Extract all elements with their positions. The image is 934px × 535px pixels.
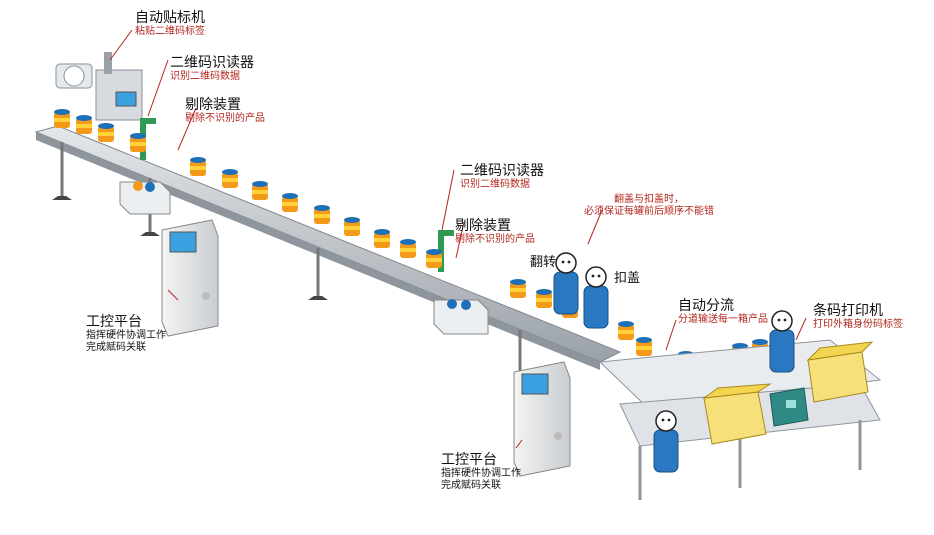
control-cabinet-1 bbox=[161, 219, 219, 337]
reject-1-title: 剔除装置 bbox=[185, 97, 241, 113]
auto-split-sub: 分道输送每一箱产品 bbox=[678, 314, 768, 326]
qr-reader-2-title: 二维码识读器 bbox=[460, 163, 544, 179]
reject-bin-2 bbox=[433, 299, 489, 335]
label-reject-2: 剔除装置 剔除不识别的产品 bbox=[455, 218, 535, 246]
label-control-1: 工控平台 指挥硬件协调工作 完成赋码关联 bbox=[86, 314, 166, 353]
can bbox=[282, 193, 298, 212]
can bbox=[76, 115, 92, 134]
reject-1-sub: 剔除不识别的产品 bbox=[185, 113, 265, 125]
barcode-printer-sub: 打印外箱身份码标签 bbox=[813, 319, 903, 331]
control-1-title: 工控平台 bbox=[86, 314, 142, 330]
reject-2-title: 剔除装置 bbox=[455, 218, 511, 234]
can bbox=[636, 337, 652, 356]
can bbox=[314, 205, 330, 224]
reject-bin-1 bbox=[119, 181, 171, 215]
can bbox=[374, 229, 390, 248]
can bbox=[426, 249, 442, 268]
label-qr-reader-2: 二维码识读器 识别二维码数据 bbox=[460, 163, 544, 191]
label-control-2: 工控平台 指挥硬件协调工作 完成赋码关联 bbox=[441, 452, 521, 491]
can bbox=[130, 133, 146, 152]
qr-reader-2-sub: 识别二维码数据 bbox=[460, 179, 530, 191]
worker bbox=[769, 310, 795, 373]
label-barcode-printer: 条码打印机 打印外箱身份码标签 bbox=[813, 303, 903, 331]
can bbox=[618, 321, 634, 340]
label-cap: 扣盖 bbox=[614, 271, 641, 287]
control-2-title: 工控平台 bbox=[441, 452, 497, 468]
control-cabinet-2 bbox=[513, 361, 571, 477]
callout-lines bbox=[109, 29, 807, 449]
workers bbox=[553, 252, 795, 473]
qr-reader-1-title: 二维码识读器 bbox=[170, 55, 254, 71]
carton-box-1 bbox=[702, 383, 772, 445]
can bbox=[98, 123, 114, 142]
control-1-line1: 指挥硬件协调工作 bbox=[86, 330, 166, 342]
can bbox=[344, 217, 360, 236]
label-auto-split: 自动分流 分道输送每一箱产品 bbox=[678, 298, 768, 326]
note-line1: 翻盖与扣盖时， bbox=[614, 194, 684, 205]
can bbox=[190, 157, 206, 176]
carton-box-2 bbox=[806, 341, 874, 403]
barcode-printer bbox=[769, 387, 809, 427]
auto-labeler-title: 自动贴标机 bbox=[135, 10, 205, 26]
control-2-line2: 完成赋码关联 bbox=[441, 479, 501, 491]
worker bbox=[583, 266, 609, 329]
control-1-line2: 完成赋码关联 bbox=[86, 341, 146, 353]
auto-labeler-sub: 粘贴二维码标签 bbox=[135, 26, 205, 38]
can bbox=[536, 289, 552, 308]
qr-reader-1-sub: 识别二维码数据 bbox=[170, 71, 240, 83]
reject-2-sub: 剔除不识别的产品 bbox=[455, 234, 535, 246]
can bbox=[222, 169, 238, 188]
barcode-printer-title: 条码打印机 bbox=[813, 303, 883, 319]
can bbox=[252, 181, 268, 200]
can bbox=[54, 109, 70, 128]
label-qr-reader-1: 二维码识读器 识别二维码数据 bbox=[170, 55, 254, 83]
label-reject-1: 剔除装置 剔除不识别的产品 bbox=[185, 97, 265, 125]
worker bbox=[653, 410, 679, 473]
note-line2: 必须保证每罐前后顺序不能错 bbox=[584, 205, 714, 217]
auto-split-title: 自动分流 bbox=[678, 298, 734, 314]
can bbox=[510, 279, 526, 298]
worker bbox=[553, 252, 579, 315]
cap-title: 扣盖 bbox=[614, 271, 641, 286]
control-2-line1: 指挥硬件协调工作 bbox=[441, 468, 521, 480]
label-auto-labeler: 自动贴标机 粘贴二维码标签 bbox=[135, 10, 205, 38]
labeler-machine bbox=[55, 52, 143, 121]
can bbox=[400, 239, 416, 258]
flip-title: 翻转 bbox=[530, 255, 557, 270]
label-flip: 翻转 bbox=[530, 255, 557, 271]
label-note: 翻盖与扣盖时， 必须保证每罐前后顺序不能错 bbox=[584, 194, 714, 217]
